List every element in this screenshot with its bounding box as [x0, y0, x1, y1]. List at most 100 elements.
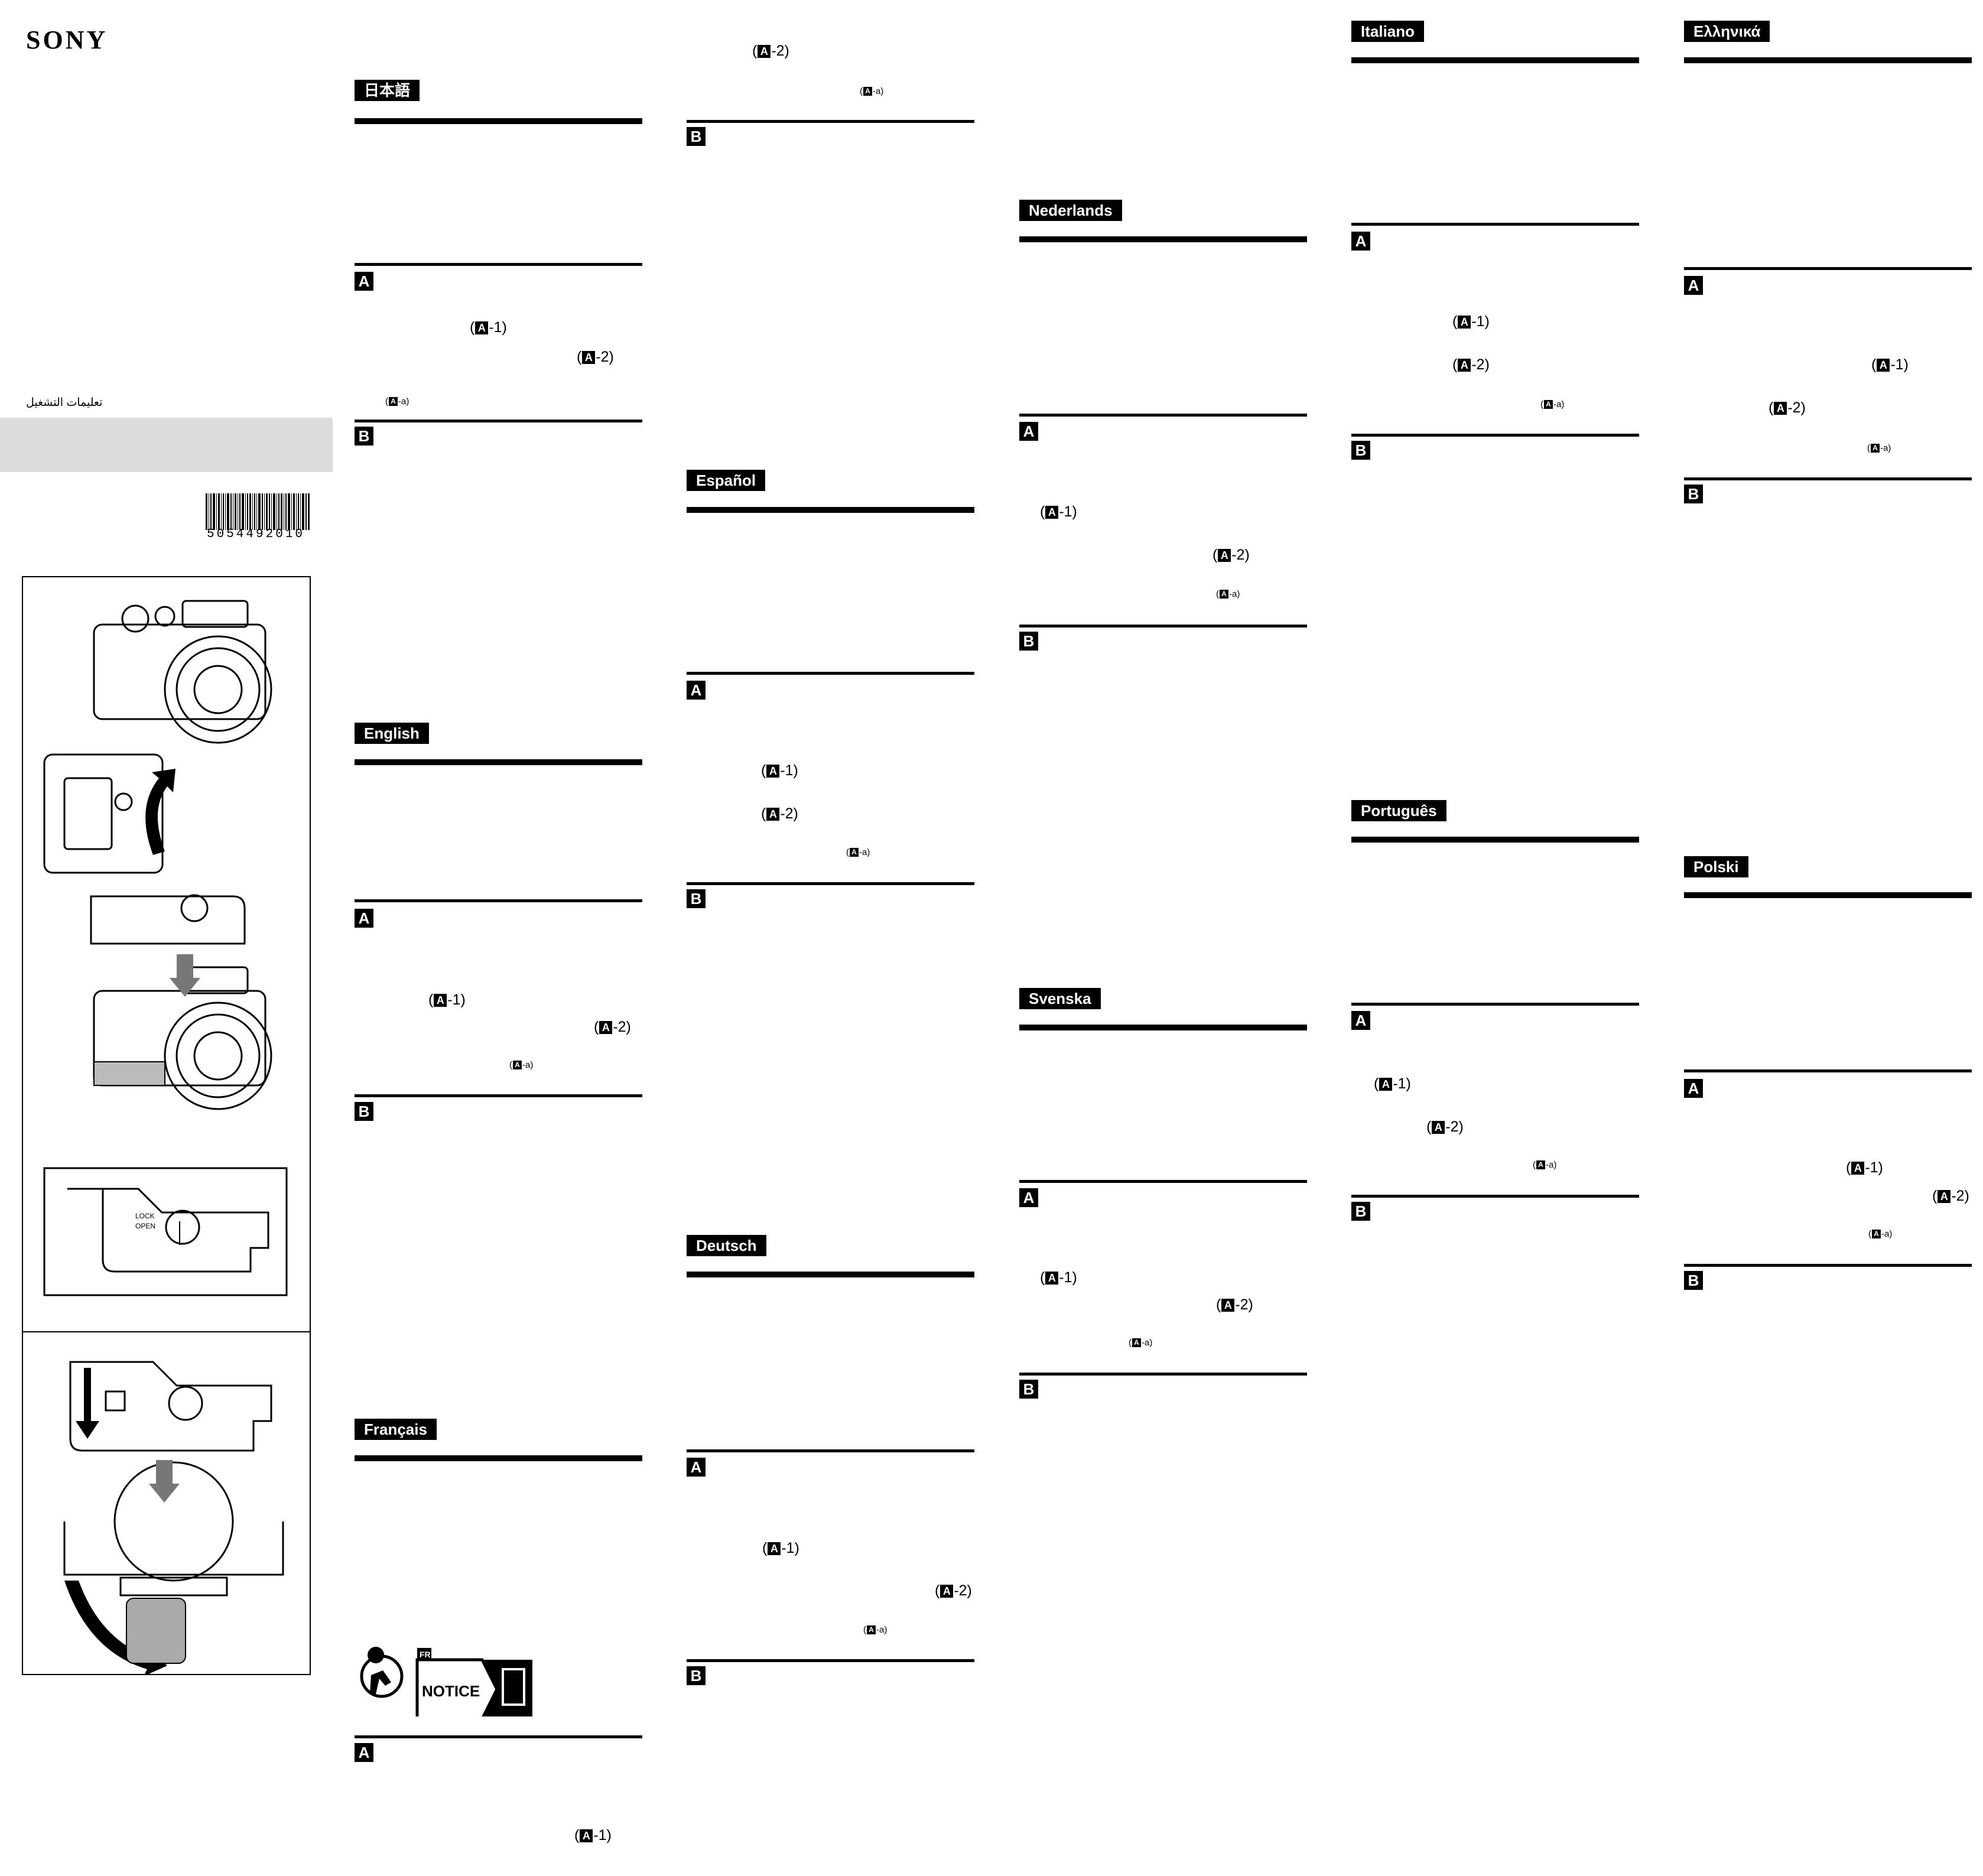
section-rule — [1351, 434, 1639, 437]
ref-a2: (A-2) — [594, 1019, 631, 1035]
section-rule — [1351, 223, 1639, 226]
section-b-badge: B — [1684, 485, 1703, 503]
section-a-badge: A — [687, 681, 706, 700]
section-rule — [687, 672, 974, 675]
section-a-badge: A — [1684, 276, 1703, 295]
ref-a1: (A-1) — [761, 762, 798, 779]
ref-aa: (A-a) — [846, 847, 870, 857]
section-a-badge: A — [1019, 422, 1038, 441]
lang-tag-nederlands: Nederlands — [1019, 200, 1122, 221]
lang-tag-japanese: 日本語 — [355, 80, 420, 101]
ref-aa: (A-a) — [1533, 1160, 1557, 1170]
section-rule — [1351, 57, 1639, 63]
barcode — [206, 493, 310, 530]
grip-detach-illustration — [63, 1361, 284, 1676]
section-rule — [1684, 1069, 1972, 1072]
section-b-badge: B — [355, 1102, 373, 1121]
document-title-arabic: تعليمات التشغيل — [26, 396, 103, 409]
lang-tag-deutsch: Deutsch — [687, 1235, 766, 1256]
section-rule — [1684, 57, 1972, 63]
section-b-badge: B — [1019, 632, 1038, 651]
lang-tag-greek: Ελληνικά — [1684, 21, 1770, 42]
section-rule — [687, 120, 974, 123]
lang-tag-polski: Polski — [1684, 856, 1748, 877]
ref-aa: (A-a) — [509, 1060, 534, 1070]
ref-a2: (A-2) — [1216, 1296, 1253, 1313]
section-rule — [1684, 1264, 1972, 1267]
section-rule — [1351, 1195, 1639, 1198]
section-a-badge: A — [687, 1458, 706, 1477]
section-rule — [1019, 625, 1307, 627]
section-rule — [1019, 236, 1307, 242]
lang-tag-italiano: Italiano — [1351, 21, 1425, 42]
ref-a2: (A-2) — [1769, 399, 1806, 416]
ref-a2: (A-2) — [1932, 1188, 1969, 1204]
section-rule — [1684, 892, 1972, 898]
ref-aa: (A-a) — [860, 86, 884, 96]
section-a-badge: A — [1351, 232, 1370, 251]
section-rule — [355, 1735, 642, 1738]
notice-label: NOTICE — [422, 1682, 480, 1700]
title-gray-band — [0, 418, 333, 472]
section-rule — [1019, 1025, 1307, 1030]
triman-notice-logo: FR NOTICE — [360, 1647, 532, 1716]
illustration-panel-a: LOCK OPEN — [22, 576, 311, 1332]
section-rule — [355, 118, 642, 124]
section-a-badge: A — [1019, 1188, 1038, 1207]
ref-aa: (A-a) — [1868, 1229, 1893, 1239]
section-rule — [355, 1094, 642, 1097]
section-rule — [355, 899, 642, 902]
ref-a2: (A-2) — [761, 805, 798, 822]
grip-attach-illustration: LOCK OPEN — [43, 600, 288, 1296]
sony-logo: SONY — [26, 25, 108, 54]
ref-aa: (A-a) — [863, 1625, 888, 1635]
ref-a2: (A-2) — [752, 43, 789, 59]
ref-a1: (A-1) — [1040, 1269, 1077, 1286]
lang-tag-english: English — [355, 723, 429, 744]
ref-a2: (A-2) — [1212, 547, 1250, 563]
section-rule — [1351, 1003, 1639, 1006]
section-rule — [355, 263, 642, 266]
ref-a1: (A-1) — [428, 991, 466, 1008]
ref-a1: (A-1) — [574, 1827, 612, 1844]
ref-a2: (A-2) — [1426, 1119, 1464, 1135]
section-rule — [1019, 1373, 1307, 1376]
lang-tag-francais: Français — [355, 1419, 437, 1440]
section-b-badge: B — [355, 427, 373, 446]
section-rule — [355, 759, 642, 765]
section-rule — [1019, 1180, 1307, 1183]
ref-a1: (A-1) — [762, 1540, 799, 1556]
section-b-badge: B — [1684, 1271, 1703, 1290]
barcode-number: 5054492010 — [207, 528, 305, 541]
section-rule — [687, 507, 974, 513]
ref-aa: (A-a) — [1129, 1338, 1153, 1348]
ref-aa: (A-a) — [1540, 399, 1565, 409]
lang-tag-svenska: Svenska — [1019, 988, 1101, 1009]
section-rule — [1684, 477, 1972, 480]
section-rule — [1684, 267, 1972, 270]
ref-a2: (A-2) — [935, 1582, 972, 1599]
section-b-badge: B — [1351, 441, 1370, 460]
section-rule — [1351, 837, 1639, 843]
section-b-badge: B — [687, 127, 706, 146]
ref-a1: (A-1) — [1846, 1159, 1883, 1176]
section-a-badge: A — [1684, 1079, 1703, 1098]
section-rule — [687, 882, 974, 885]
section-b-badge: B — [687, 1666, 706, 1685]
ref-a1: (A-1) — [1374, 1075, 1411, 1092]
open-label: OPEN — [135, 1222, 155, 1230]
section-rule — [1019, 414, 1307, 417]
section-b-badge: B — [1351, 1202, 1370, 1221]
notice-fr-label: FR — [420, 1650, 431, 1659]
ref-a1: (A-1) — [470, 319, 507, 336]
section-a-badge: A — [355, 272, 373, 291]
section-rule — [687, 1659, 974, 1662]
section-rule — [687, 1272, 974, 1277]
ref-a1: (A-1) — [1871, 356, 1909, 373]
ref-a2: (A-2) — [577, 349, 614, 365]
lang-tag-espanol: Español — [687, 470, 766, 491]
section-rule — [355, 1455, 642, 1461]
ref-a1: (A-1) — [1040, 503, 1077, 520]
illustration-panel-b — [22, 1331, 311, 1676]
section-b-badge: B — [1019, 1380, 1038, 1399]
